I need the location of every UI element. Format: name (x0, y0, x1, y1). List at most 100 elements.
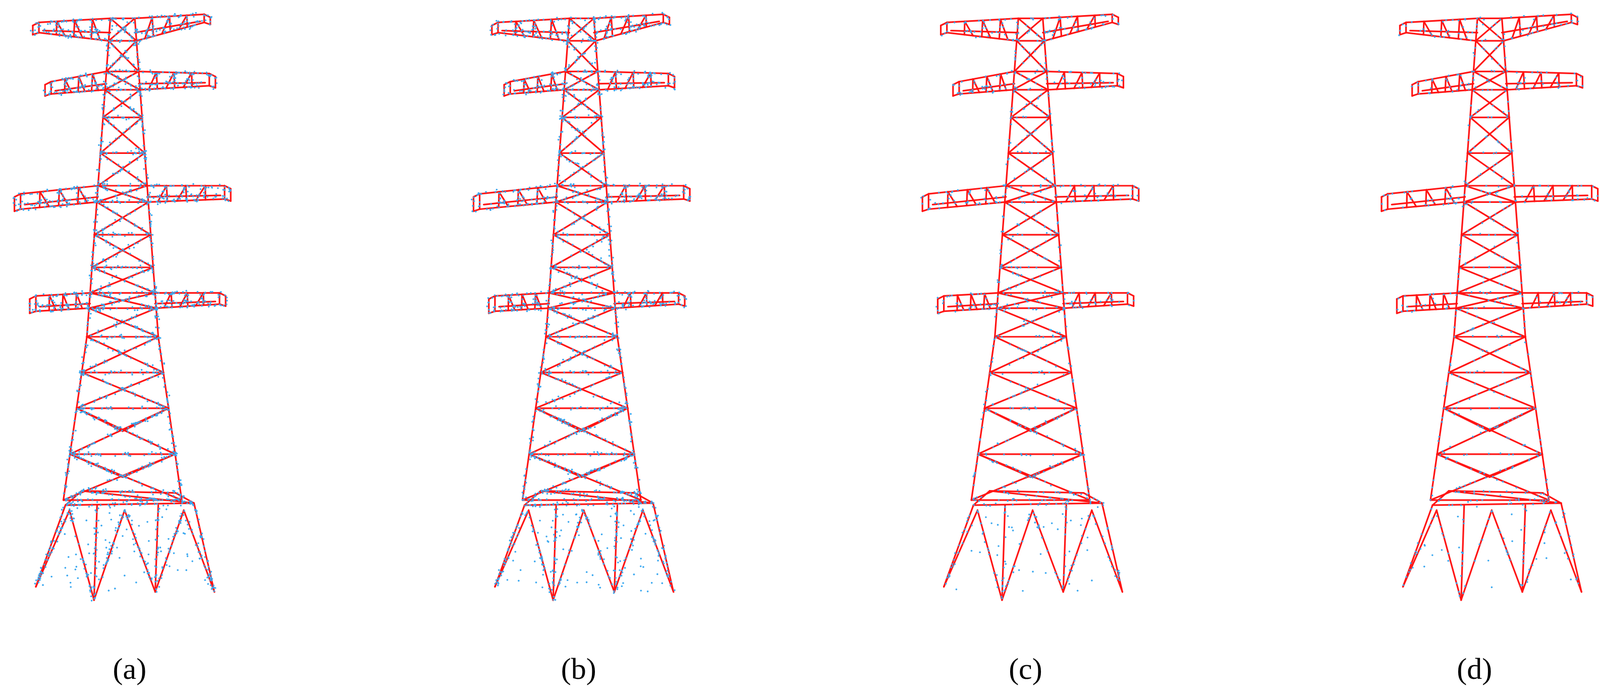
point-cloud-dot (51, 204, 54, 207)
point-cloud-dot (46, 23, 49, 26)
point-cloud-dot (111, 71, 114, 74)
point-cloud-dot (124, 26, 127, 29)
point-cloud-dot (97, 35, 100, 38)
point-cloud-dot (181, 71, 184, 74)
point-cloud-dot (34, 208, 37, 211)
point-cloud-dot (101, 232, 104, 235)
point-cloud-dot (158, 72, 161, 75)
point-cloud-dot (113, 108, 116, 112)
point-cloud-dot (103, 420, 106, 423)
point-cloud-dot (113, 316, 116, 319)
point-cloud-dot (116, 77, 119, 80)
point-cloud-dot (160, 14, 163, 17)
point-cloud-dot (153, 87, 156, 90)
point-cloud-dot (146, 378, 149, 381)
point-cloud-dot (29, 29, 32, 32)
point-cloud-dot (137, 156, 140, 159)
point-cloud-dot (146, 174, 149, 177)
point-cloud-dot (92, 74, 95, 77)
point-cloud-dot (155, 315, 158, 318)
point-cloud-dot (103, 437, 106, 440)
point-cloud-dot (93, 401, 96, 404)
point-cloud-dot (184, 80, 187, 83)
point-cloud-dot (66, 34, 69, 37)
point-cloud-dot (151, 72, 154, 75)
point-cloud-dot (147, 465, 150, 468)
point-cloud-dot (101, 407, 104, 410)
point-cloud-dot (156, 15, 159, 18)
point-cloud-dot (91, 487, 94, 490)
point-cloud-dot (111, 468, 114, 471)
point-cloud-dot (105, 91, 108, 94)
point-cloud-dot (119, 233, 122, 236)
point-cloud-dot (109, 405, 113, 408)
point-cloud-dot (102, 93, 105, 96)
point-cloud-dot (135, 196, 138, 199)
point-cloud-dot (95, 309, 98, 312)
point-cloud-dot (78, 453, 81, 456)
point-cloud-dot (109, 41, 113, 44)
point-cloud-dot (141, 290, 144, 293)
point-cloud-dot (29, 193, 32, 196)
point-cloud-dot (189, 13, 192, 16)
point-cloud-dot (128, 384, 131, 388)
point-cloud-dot (141, 307, 144, 310)
point-cloud-dot (201, 72, 204, 75)
point-cloud-dot (123, 322, 126, 325)
point-cloud-dot (187, 85, 190, 88)
point-cloud-dot (151, 32, 154, 35)
point-cloud-dot (165, 455, 168, 458)
point-cloud-dot (179, 23, 182, 26)
wireframe-member (77, 187, 79, 204)
point-cloud-dot (95, 37, 98, 40)
point-cloud-dot (113, 323, 116, 326)
point-cloud-dot (32, 31, 35, 34)
point-cloud-dot (78, 408, 81, 411)
point-cloud-dot (133, 69, 136, 72)
point-cloud-dot (48, 93, 51, 96)
point-cloud-dot (70, 453, 73, 456)
point-cloud-dot (131, 432, 134, 435)
point-cloud-dot (102, 203, 105, 206)
point-cloud-dot (99, 161, 102, 164)
point-cloud-dot (99, 198, 102, 201)
point-cloud-dot (117, 163, 120, 166)
point-cloud-dot (130, 36, 133, 39)
point-cloud-dot (100, 19, 103, 22)
point-cloud-dot (102, 361, 105, 364)
point-cloud-dot (101, 198, 104, 201)
point-cloud-dot (105, 337, 108, 340)
point-cloud-dot (84, 404, 87, 407)
point-cloud-dot (171, 442, 174, 445)
point-cloud-dot (171, 435, 174, 438)
point-cloud-dot (140, 183, 143, 186)
point-cloud-dot (146, 34, 149, 37)
point-cloud-dot (82, 373, 85, 376)
point-cloud-dot (152, 257, 155, 260)
point-cloud-dot (133, 31, 136, 34)
point-cloud-dot (139, 264, 142, 267)
point-cloud-dot (105, 38, 108, 41)
point-cloud-dot (113, 301, 116, 304)
point-cloud-dot (97, 292, 100, 295)
point-cloud-dot (101, 150, 104, 153)
point-cloud-dot (143, 335, 146, 338)
point-cloud-dot (136, 69, 139, 72)
point-cloud-dot (79, 383, 82, 386)
point-cloud-dot (131, 266, 134, 269)
point-cloud-dot (74, 429, 77, 432)
point-cloud-dot (135, 225, 138, 228)
point-cloud-dot (134, 123, 137, 126)
point-cloud-dot (126, 151, 129, 154)
point-cloud-dot (94, 487, 97, 490)
point-cloud-dot (100, 152, 103, 155)
point-cloud-dot (189, 82, 192, 85)
point-cloud-dot (171, 452, 174, 455)
wireframe-member (156, 308, 159, 338)
point-cloud-dot (132, 44, 135, 47)
point-cloud-dot (106, 89, 109, 92)
point-cloud-dot (96, 180, 99, 183)
point-cloud-dot (42, 191, 45, 194)
point-cloud-dot (179, 497, 182, 500)
point-cloud-dot (148, 232, 151, 235)
